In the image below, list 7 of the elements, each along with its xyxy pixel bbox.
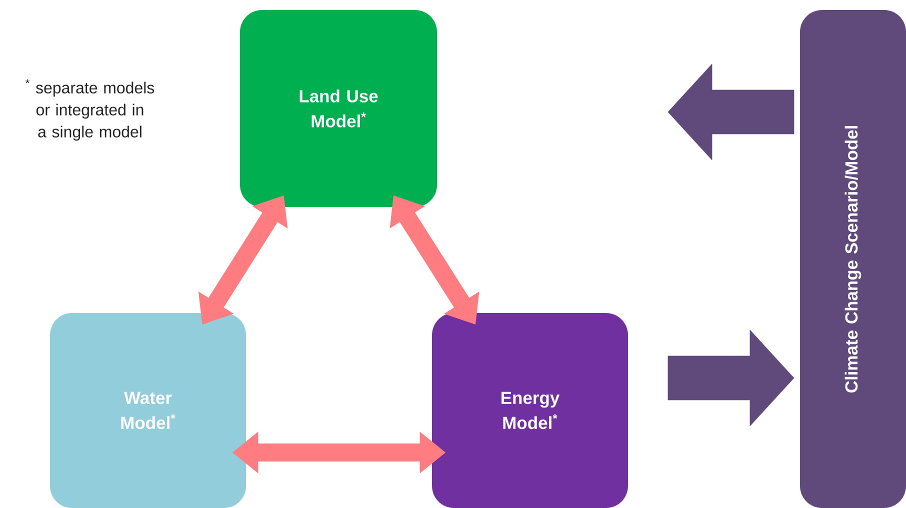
arrow <box>668 330 794 426</box>
model-box: Climate Change Scenario/Model <box>800 10 906 508</box>
note-text: $^{*}$ separate models or integrated in a single model <box>26 79 154 141</box>
model-box: Land Use Model$^{*}$ <box>240 10 437 207</box>
model-box: Energy Model$^{*}$ <box>432 312 628 508</box>
model-box: Water Model$^{*}$ <box>50 312 246 508</box>
arrow <box>668 64 794 160</box>
